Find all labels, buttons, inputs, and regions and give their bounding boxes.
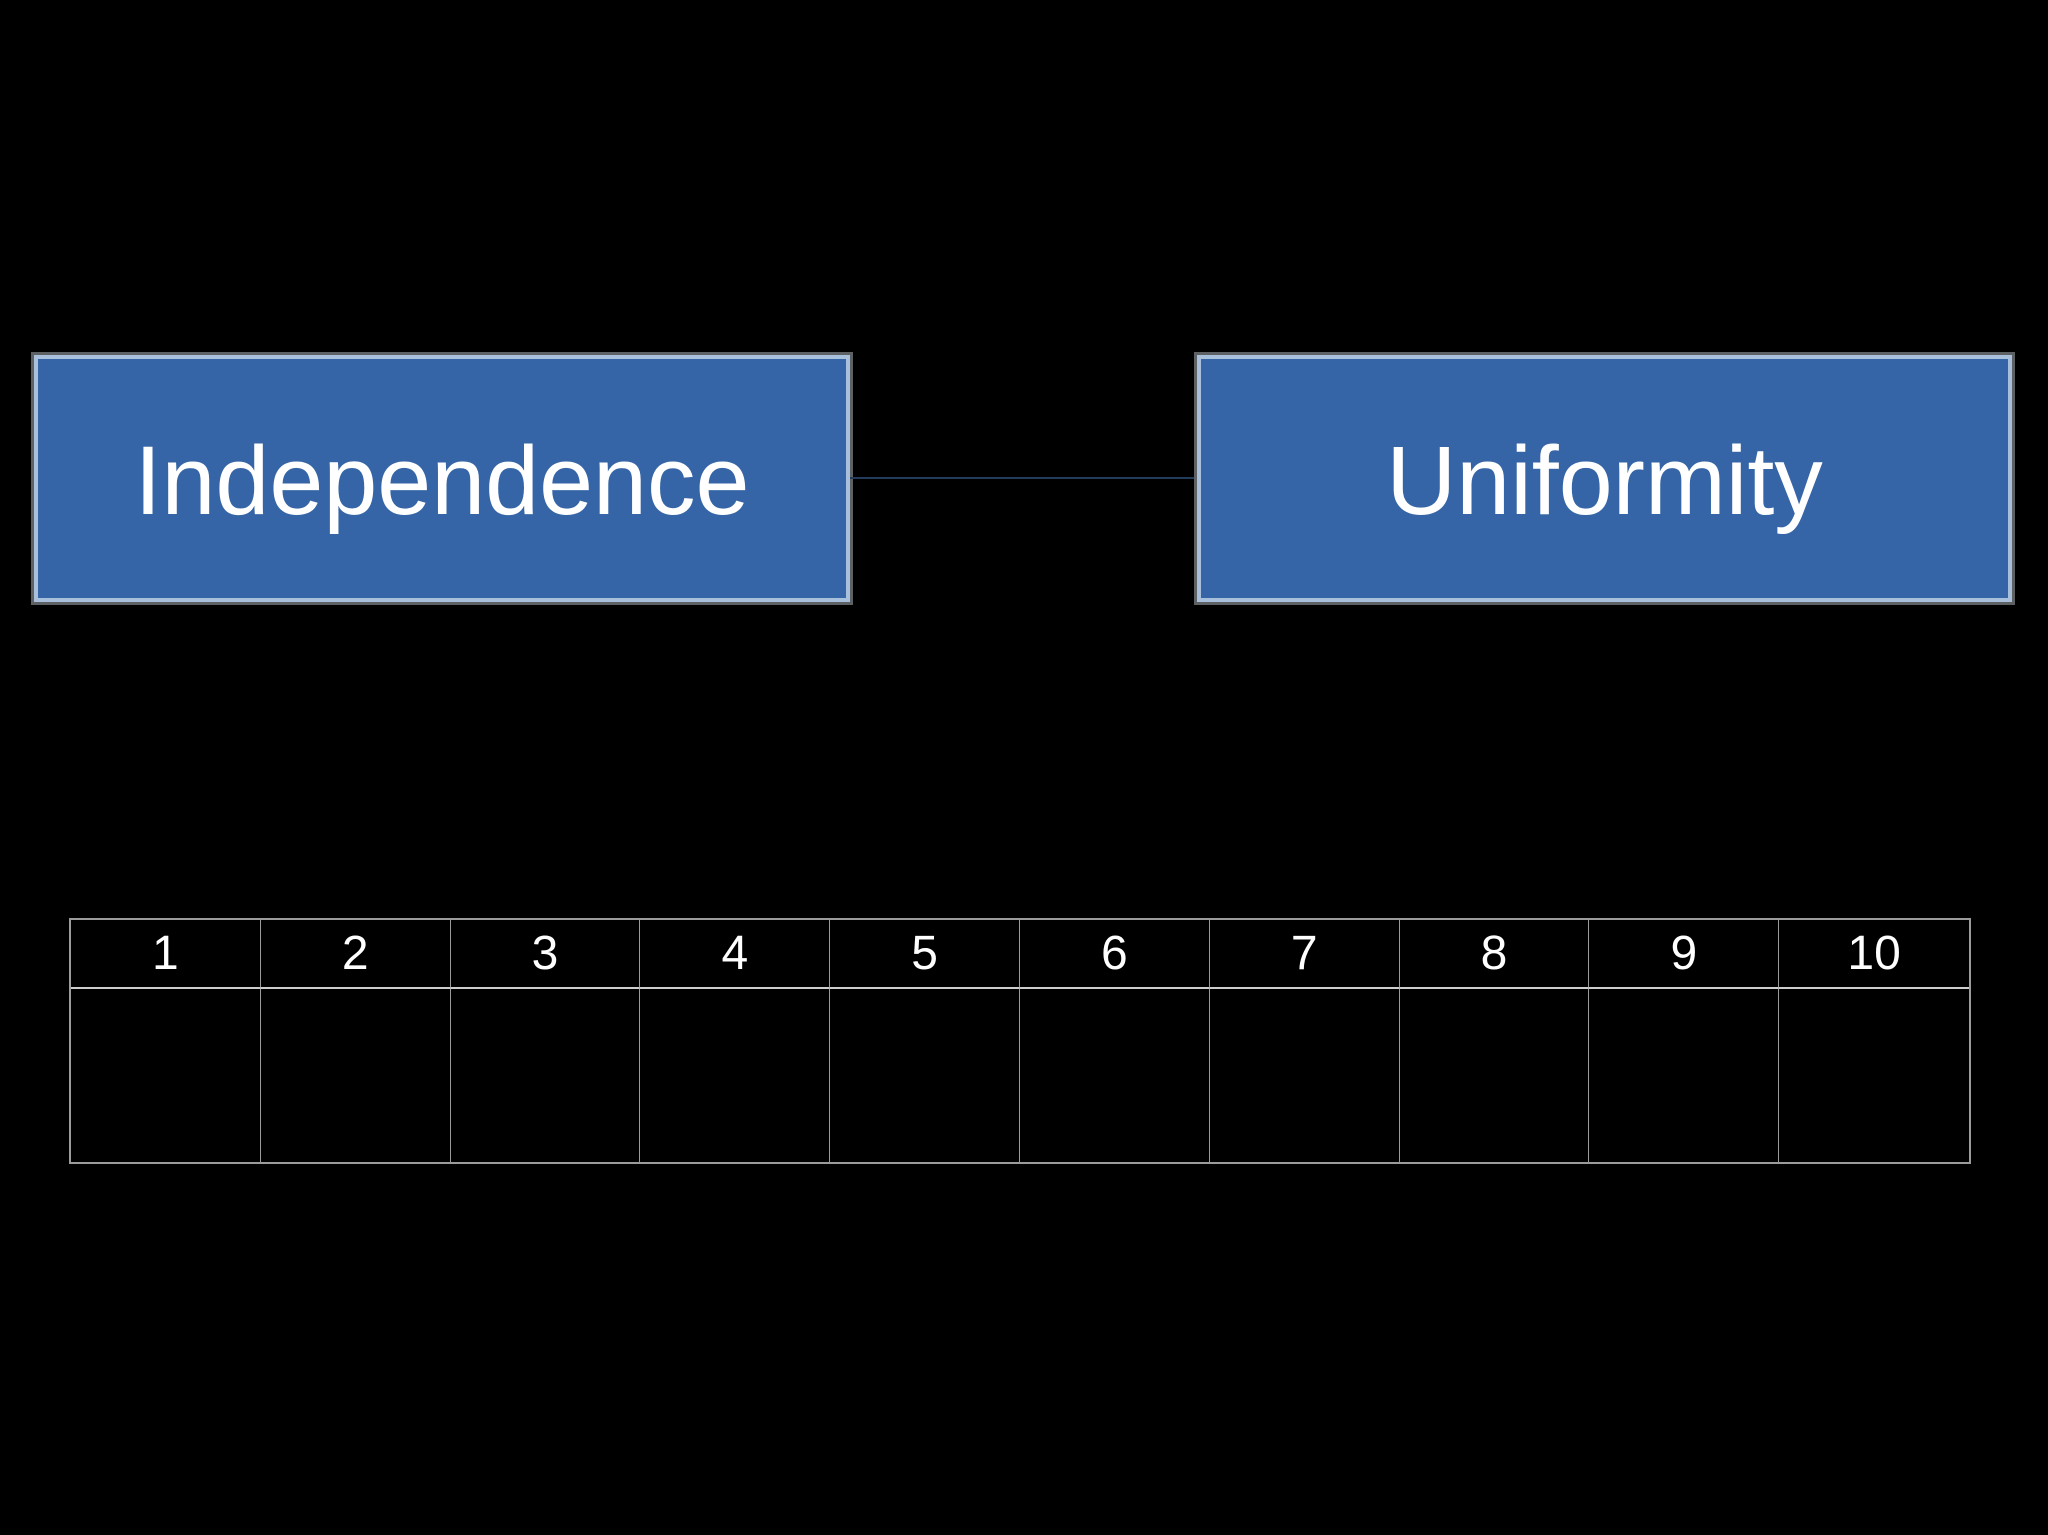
table-header-cell: 8 <box>1399 920 1590 989</box>
table-header-cell: 10 <box>1779 920 1969 989</box>
table-cell <box>71 989 261 1162</box>
table-header-cell: 6 <box>1020 920 1210 989</box>
table-header-cell: 1 <box>71 920 261 989</box>
table-cell <box>640 989 831 1162</box>
table-cell <box>261 989 451 1162</box>
table-header-cell: 5 <box>830 920 1020 989</box>
table-header-cell: 3 <box>450 920 641 989</box>
table-cell <box>1210 989 1400 1162</box>
concept-box-independence-label: Independence <box>134 426 750 535</box>
table-header-cell: 4 <box>640 920 831 989</box>
table-cell <box>1779 989 1969 1162</box>
table-header-cell: 7 <box>1209 920 1400 989</box>
table-header-cell: 2 <box>260 920 451 989</box>
table-header-cell: 9 <box>1589 920 1780 989</box>
table-cell <box>451 989 641 1162</box>
table-cell <box>1020 989 1210 1162</box>
table-cell <box>830 989 1020 1162</box>
concept-box-uniformity: Uniformity <box>1197 355 2012 602</box>
table-cell <box>1400 989 1590 1162</box>
table-cell <box>1589 989 1780 1162</box>
connector-line <box>850 477 1197 479</box>
concept-box-independence: Independence <box>34 355 850 602</box>
number-table: 1 2 3 4 5 6 7 8 9 10 <box>69 918 1971 1164</box>
concept-box-uniformity-label: Uniformity <box>1386 426 1823 535</box>
